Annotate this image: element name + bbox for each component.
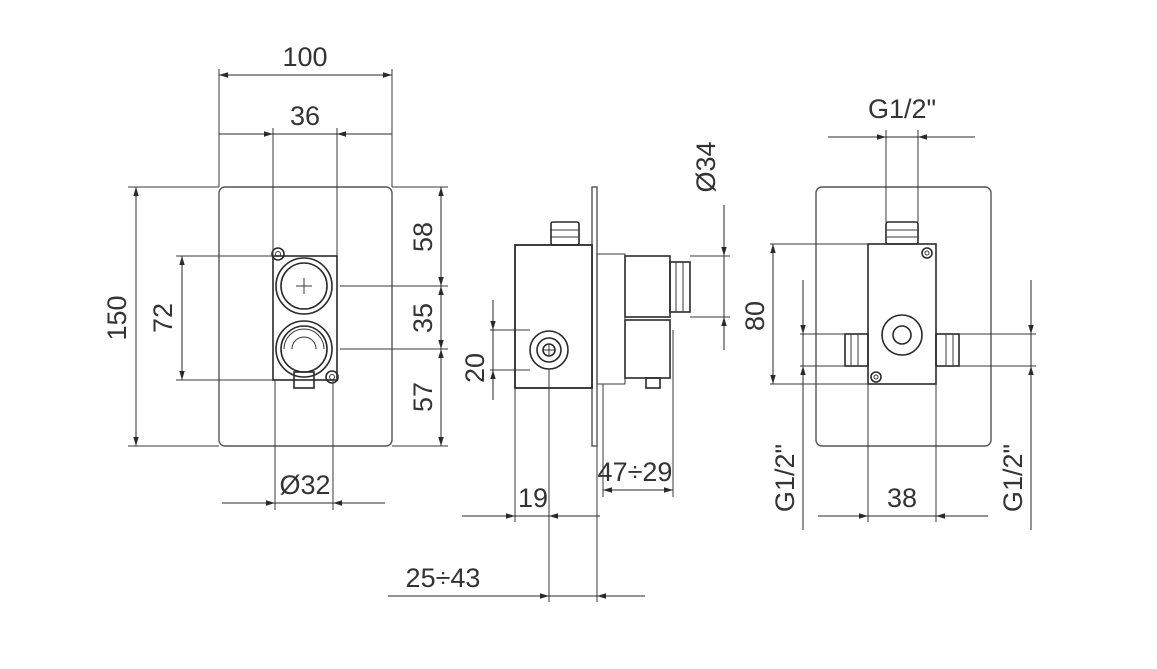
back-left-connector: [844, 333, 869, 367]
dim-150-label: 150: [102, 295, 132, 340]
lower-cartridge: [624, 319, 671, 379]
front-control-body: [272, 255, 338, 381]
top-connector: [550, 221, 580, 246]
dim-25-43-label: 25÷43: [406, 563, 481, 593]
back-plate: [815, 186, 992, 447]
dim-g12-left-label: G1/2": [770, 444, 800, 512]
back-view: G1/2" 80 G1/2" G1/2" 38: [740, 94, 1036, 530]
screw-top-icon: [271, 247, 285, 261]
dim-19-label: 19: [518, 483, 548, 513]
side-view: 20 19 47÷29 25÷43 Ø34: [388, 141, 730, 602]
dim-35-label: 35: [408, 303, 438, 333]
screw-bottom-icon: [325, 370, 339, 384]
back-top-connector: [885, 221, 919, 245]
dim-47-29-label: 47÷29: [598, 457, 673, 487]
dim-o34-label: Ø34: [691, 141, 721, 192]
side-body: [514, 244, 593, 389]
dim-80-label: 80: [740, 301, 770, 331]
upper-cartridge: [624, 255, 671, 318]
lower-spout: [293, 371, 315, 389]
back-screw-bottom-icon: [870, 371, 882, 383]
dim-g12-top-label: G1/2": [868, 94, 936, 124]
front-view: 100 36 150 72 58 35 57 Ø32: [102, 42, 448, 510]
dim-72-label: 72: [148, 303, 178, 333]
dim-58-label: 58: [408, 222, 438, 252]
upper-handle: [275, 257, 333, 315]
dim-o32-label: Ø32: [279, 470, 330, 500]
dim-36-label: 36: [290, 101, 320, 131]
lower-handle: [275, 320, 333, 378]
dim-100-label: 100: [282, 42, 327, 72]
dim-g12-right-label: G1/2": [998, 444, 1028, 512]
dim-20-label: 20: [460, 353, 490, 383]
back-screw-top-icon: [921, 247, 933, 259]
back-center-boss: [881, 314, 923, 356]
dim-57-label: 57: [408, 382, 438, 412]
back-right-connector: [935, 333, 960, 367]
front-plate: [218, 186, 393, 447]
back-body: [867, 243, 937, 385]
dim-38-label: 38: [887, 483, 917, 513]
